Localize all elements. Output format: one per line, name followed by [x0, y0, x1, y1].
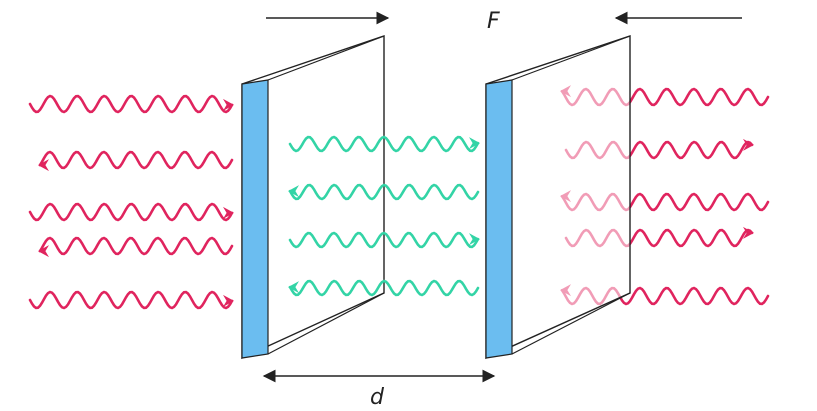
inner-waves [288, 135, 480, 297]
distance-label: d [370, 385, 385, 410]
right-plate [485, 35, 631, 360]
inner-wave-3 [288, 231, 480, 249]
left-plate-edge [241, 79, 269, 359]
right-plate-edge [485, 79, 513, 359]
outer-wave-left-2 [38, 150, 234, 172]
outer-waves-left [28, 94, 234, 310]
inner-wave-1 [288, 135, 480, 153]
outer-wave-left-1 [28, 94, 234, 114]
left-plate [241, 35, 385, 360]
outer-wave-left-5 [28, 290, 234, 310]
force-label: F [487, 9, 500, 34]
outer-wave-left-4 [38, 236, 234, 258]
inner-wave-2 [288, 183, 480, 201]
inner-wave-4 [288, 279, 480, 297]
outer-wave-left-3 [28, 202, 234, 222]
